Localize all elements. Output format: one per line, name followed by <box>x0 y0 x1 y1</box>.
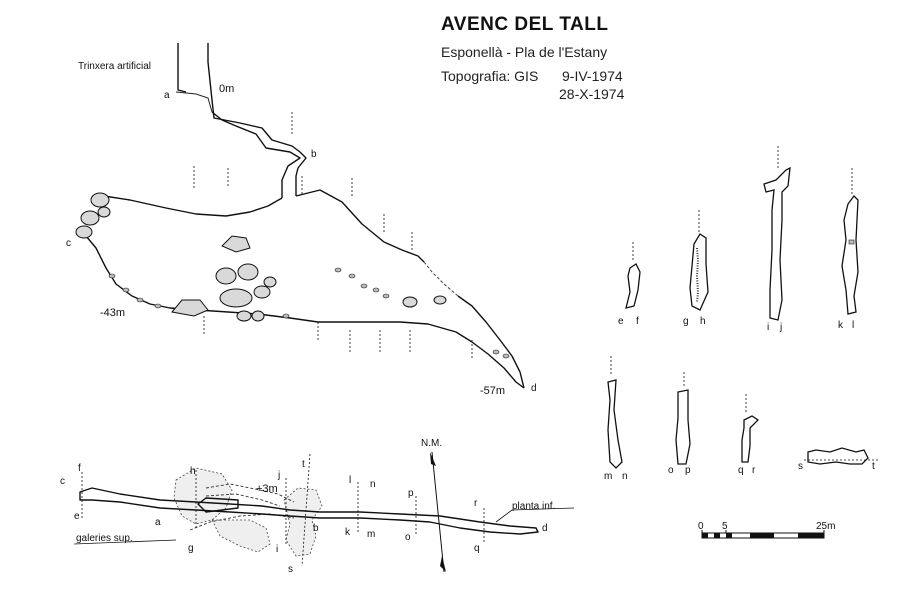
upper-level-label: +3m <box>256 483 278 495</box>
depth-0-label: 0m <box>219 83 234 95</box>
chamber-roof-right <box>295 189 425 263</box>
plan-letter-c: c <box>60 476 65 487</box>
section-label-r: r <box>752 465 756 476</box>
section-g-h <box>689 233 709 311</box>
chamber-roof-dashed <box>423 261 459 297</box>
depth-43-label: -43m <box>100 307 125 319</box>
plan-letter-m: m <box>367 529 375 540</box>
cave-plan: N.M. +3m galeries sup. planta inf. c e f… <box>60 438 575 575</box>
upper-gallery-lower <box>211 519 271 553</box>
section-label-s: s <box>798 461 803 472</box>
survey-date-2: 28-X-1974 <box>559 86 625 102</box>
chamber-roof-left <box>103 195 283 217</box>
section-label-h: h <box>700 316 706 327</box>
section-label-k: k <box>838 320 844 331</box>
upper-passage-dash-1 <box>205 483 295 503</box>
section-label-f: f <box>636 316 639 327</box>
scale-label-0: 0 <box>698 521 704 532</box>
pebbles-floor <box>108 267 510 359</box>
plan-cut-lines <box>81 453 485 567</box>
section-label-p: p <box>685 465 691 476</box>
central-pillar <box>197 497 239 513</box>
map-title: AVENC DEL TALL <box>441 14 609 35</box>
profile-point-a: a <box>164 90 170 101</box>
shaft-right-wall <box>207 43 301 153</box>
cross-sections: e f g h i j k l m n o p q r s t <box>604 146 878 482</box>
upper-gallery-right <box>283 487 323 557</box>
entrance-trench-label: Trinxera artificial <box>78 61 151 72</box>
north-label: N.M. <box>421 438 442 449</box>
section-label-l: l <box>852 320 854 331</box>
section-label-o: o <box>668 465 674 476</box>
profile-cut-lines <box>193 112 473 358</box>
plan-letter-n: n <box>370 479 376 490</box>
plan-letter-g: g <box>188 543 194 554</box>
scale-label-5: 5 <box>722 521 728 532</box>
section-i-j <box>763 166 791 321</box>
section-m-n <box>607 379 623 469</box>
plan-letter-b: b <box>313 523 319 534</box>
upper-passage-dash-2 <box>205 493 281 507</box>
lower-passage <box>79 487 539 535</box>
section-s-t <box>807 447 869 465</box>
entrance-left-wall <box>177 43 187 93</box>
chamber-floor <box>85 235 525 389</box>
section-e-f <box>625 263 641 309</box>
north-arrow-icon <box>430 451 446 573</box>
plan-letter-h: h <box>190 466 196 477</box>
section-label-g: g <box>683 316 689 327</box>
depth-57-label: -57m <box>480 385 505 397</box>
section-label-e: e <box>618 316 624 327</box>
map-subtitle: Esponellà - Pla de l'Estany <box>441 44 608 60</box>
upper-gallery-left <box>173 467 233 525</box>
section-label-q: q <box>738 465 744 476</box>
plan-letter-s: s <box>288 564 293 575</box>
plan-letter-t: t <box>302 459 305 470</box>
cave-profile: Trinxera artificial 0m -43m -57m a b c d <box>66 43 537 397</box>
section-label-i: i <box>767 322 769 333</box>
plan-letter-e: e <box>74 511 80 522</box>
profile-point-d: d <box>531 383 537 394</box>
plan-letter-i: i <box>276 544 278 555</box>
lower-plan-label: planta inf. <box>512 501 555 512</box>
section-label-m: m <box>604 471 612 482</box>
profile-point-c: c <box>66 238 71 249</box>
shaft-left-wall <box>211 111 301 198</box>
section-o-p <box>675 389 691 465</box>
upper-galleries-label: galeries sup. <box>76 533 133 544</box>
plan-letter-o: o <box>405 532 411 543</box>
plan-letter-p: p <box>408 488 414 499</box>
boulder-cluster-left <box>75 192 111 239</box>
plan-letter-f: f <box>78 463 81 474</box>
section-label-j: j <box>779 322 782 333</box>
section-label-t: t <box>872 461 875 472</box>
section-q-r <box>741 415 760 463</box>
plan-letter-k: k <box>345 527 351 538</box>
plan-letter-q: q <box>474 543 480 554</box>
plan-letter-a: a <box>155 517 161 528</box>
plan-letter-l: l <box>349 475 351 486</box>
plan-letter-d: d <box>542 523 548 534</box>
survey-date-1: 9-IV-1974 <box>562 68 623 84</box>
section-label-n: n <box>622 471 628 482</box>
shaft-narrow-right <box>295 151 307 196</box>
plan-letter-r: r <box>474 498 478 509</box>
section-k-l <box>841 195 859 315</box>
survey-label: Topografia: GIS <box>441 68 539 84</box>
scale-bar: 0 5 25m <box>698 521 835 539</box>
profile-point-b: b <box>311 149 317 160</box>
plan-letter-j: j <box>277 470 280 481</box>
chamber-roof-lower <box>457 295 525 389</box>
scale-label-25m: 25m <box>816 521 835 532</box>
entrance-floor <box>175 91 213 113</box>
boulder-cluster-center <box>171 235 277 322</box>
